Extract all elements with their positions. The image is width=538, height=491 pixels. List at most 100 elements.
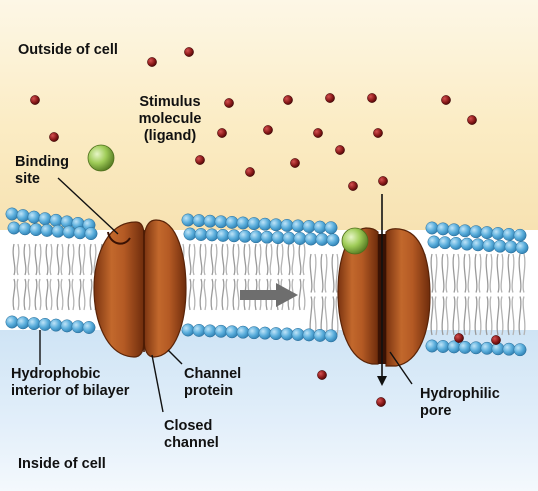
channel-protein-label: Channel protein [184,366,241,400]
lipid-head [458,340,472,354]
lipid-head [502,227,516,241]
lipid-tail [474,296,478,336]
lipid-head [271,231,285,245]
stimulus-label-line-1: Stimulus [139,94,201,110]
lipid-tail [522,253,526,293]
ion-icon [335,145,345,155]
channel-protein-label-line-2: protein [184,383,234,399]
lipid-head [258,217,272,231]
lipid-tail [89,243,93,276]
lipid-tail [71,278,75,311]
lipid-tail [27,243,31,276]
lipid-head [326,233,340,247]
lipid-tail [12,243,16,276]
lipid-head [192,323,206,337]
outside-region [0,0,538,230]
outside-of-cell-label: Outside of cell [18,42,118,58]
lipid-tail [225,278,229,311]
lipid-head [18,222,32,236]
lipid-tail [78,278,82,311]
lipid-head [491,342,505,356]
lipid-tail [298,243,302,276]
lipid-head [447,223,461,237]
channel-protein-leader [167,349,183,365]
channel-protein-label-line-1: Channel [184,366,242,382]
lipid-head [438,236,452,250]
lipid-tail [335,253,339,293]
lipid-head [192,214,206,228]
lipid-tail [463,253,467,293]
lipid-tail [34,243,38,276]
lipid-head [282,231,296,245]
lipid-tail [478,296,482,336]
lipid-tail [287,243,291,276]
lipid-head [482,239,496,252]
lipid-tail [221,278,225,311]
lipid-tail [324,296,328,336]
lipid-head [62,225,76,239]
lipid-tail [49,243,53,276]
lipid-tail [38,278,42,311]
ion-icon [30,95,40,105]
lipid-tail [489,253,493,293]
binding-label-line-2: site [15,171,40,187]
lipid-head [238,229,252,243]
lipid-tail [192,243,196,276]
lipid-head [515,241,529,255]
lipid-head [436,340,450,353]
closed-channel-leader [151,354,164,413]
lipid-head [181,323,195,337]
lipid-head [7,221,21,235]
lipid-head [480,341,494,355]
hydrophobic-label-line-2: interior of bilayer [11,383,130,399]
ion-icon [491,335,501,345]
lipid-tail [45,243,49,276]
lipid-tail [320,253,324,293]
lipid-head [16,209,30,223]
lipid-head [458,224,472,238]
lipid-tail [265,243,269,276]
ion-icon [195,155,205,165]
lipid-head [469,341,483,355]
lipid-head [436,222,450,236]
lipid-tail [23,243,27,276]
lipid-head [504,240,518,254]
lipid-head [236,216,250,230]
lipid-head [5,315,19,329]
lipid-tail [236,243,240,276]
ion-icon [317,370,327,380]
lipid-head [302,220,316,233]
hydrophobic-label-line-1: Hydrophobic [11,366,101,382]
lipid-tail [331,296,335,336]
lipid-tail [34,278,38,311]
lipid-tail [269,243,273,276]
hydrophilic-pore-label: Hydrophilic pore [420,386,500,420]
lipid-tail [56,243,60,276]
lipid-tail [280,243,284,276]
binding-site-pocket [107,231,131,245]
lipid-head [269,218,283,232]
ion-icon [378,176,388,186]
lipid-heads [5,207,529,357]
lipid-head [27,210,41,224]
lipid-tail [188,278,192,311]
ion-icon [290,158,300,168]
closed-channel-label: Closed channel [164,418,219,452]
lipid-tail [60,278,64,311]
lipid-tail [302,243,306,276]
lipid-head [425,221,439,235]
lipid-head [280,327,294,341]
lipid-head [5,207,19,221]
lipid-head [49,213,63,227]
lipid-tail [500,296,504,336]
lipid-tail [496,296,500,336]
ion-icon [217,128,227,138]
lipid-tail [199,278,203,311]
lipid-head [324,221,338,235]
lipid-head [493,239,507,253]
lipid-tail [27,278,31,311]
lipid-tail [496,253,500,293]
closed-channel-right-subunit [143,219,187,358]
lipid-tail [67,278,71,311]
